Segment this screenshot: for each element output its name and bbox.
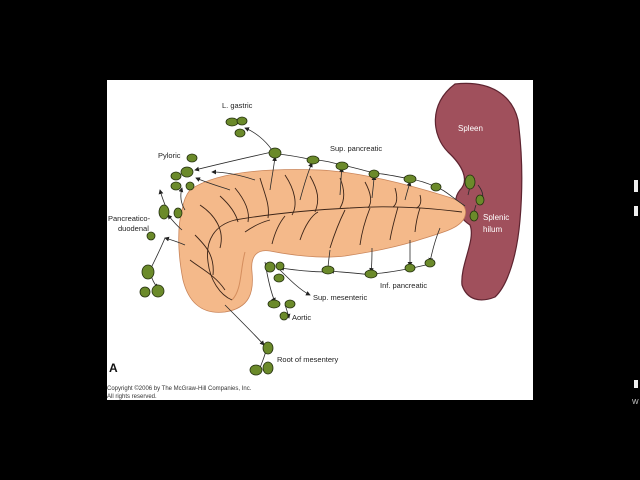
label-sup-mesenteric: Sup. mesenteric [313,293,367,302]
lymph-node [364,269,378,279]
copyright-line1: Copyright ©2006 by The McGraw-Hill Compa… [107,385,252,392]
copyright-line2: All rights reserved. [107,394,157,400]
pancreas-head-fold [231,251,246,301]
lymph-node [275,261,285,271]
lymph-node [170,171,182,181]
lymph-node [236,116,248,126]
spleen [434,82,523,301]
pancreatic-duct-network [189,174,463,301]
label-pyloric: Pyloric [158,151,181,160]
lymph-node [267,299,281,309]
lymph-node [368,169,380,179]
lymph-node [273,273,285,283]
lymph-node [475,194,485,206]
lymph-node [234,128,246,138]
lymph-node [403,174,417,184]
pancreas [178,169,467,313]
lymph-node [225,117,239,127]
lymph-node [264,261,276,273]
lymph-node [249,364,263,376]
lymph-node [170,181,182,191]
label-aortic: Aortic [292,313,311,322]
label-sup-pancreatic: Sup. pancreatic [330,144,382,153]
lymph-node [173,207,183,219]
lymph-node [146,231,156,241]
label-spleen: Spleen [458,124,483,133]
label-splenic-hilum-line1: Splenic [483,213,509,222]
lymph-node [262,361,274,375]
lymph-node [279,311,289,321]
lymph-node [469,210,479,222]
lymph-node [262,341,274,355]
label-pancreaticoduodenal-line2: duodenal [118,224,149,233]
edge-mark [634,206,638,216]
panel-letter: A [109,361,118,375]
lymph-node [180,166,194,178]
lymph-node [158,204,170,220]
corner-mark: W [632,399,639,406]
edge-mark [634,380,638,388]
lymph-node [306,155,320,165]
lymph-node [139,286,151,298]
edge-mark [634,180,638,192]
label-root-of-mesentery: Root of mesentery [277,355,339,364]
label-inf-pancreatic: Inf. pancreatic [380,281,427,290]
label-pancreaticoduodenal-line1: Pancreatico- [108,214,151,223]
lymph-node [404,263,416,273]
lymph-nodes [139,116,485,376]
lymph-node [284,299,296,309]
lymph-node [141,264,155,280]
lymph-node [185,181,195,191]
lymph-node [335,161,349,171]
label-l-gastric: L. gastric [222,101,253,110]
label-splenic-hilum-line2: hilum [483,225,502,234]
lymph-node [321,265,335,275]
lymph-node [151,284,165,298]
lymph-node [268,147,282,159]
lymph-node [464,174,476,190]
lymph-node [430,182,442,192]
lymph-node [186,153,198,163]
lymph-node [424,258,436,268]
